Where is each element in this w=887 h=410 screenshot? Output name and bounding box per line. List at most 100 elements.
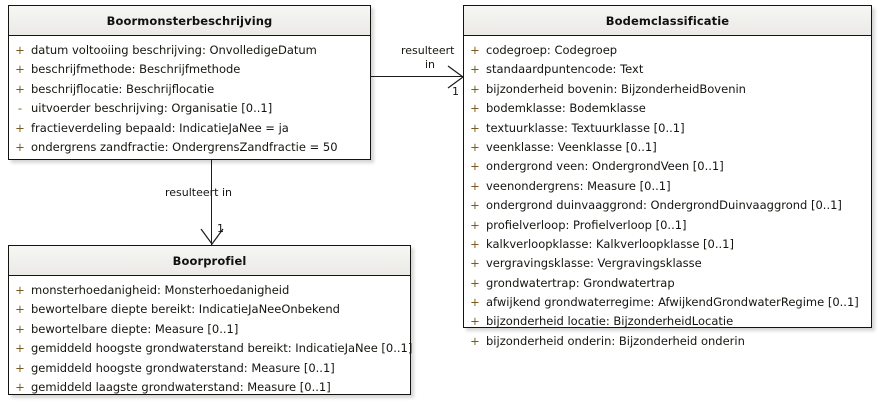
association-arrowhead-right (447, 65, 465, 89)
class-title: Boormonsterbeschrijving (106, 13, 273, 28)
attribute-row[interactable]: + textuurklasse: Textuurklasse [0..1] (464, 119, 871, 138)
attribute-row[interactable]: + codegroep: Codegroep (464, 41, 871, 60)
attribute-label: grondwatertrap: Grondwatertrap (486, 275, 675, 290)
attribute-label: kalkverloopklasse: Kalkverloopklasse [0.… (486, 236, 734, 251)
class-attribute-list: + codegroep: Codegroep + standaardpunten… (464, 36, 871, 357)
attribute-label: bewortelbare diepte: Measure [0..1] (31, 321, 239, 336)
attribute-label: afwijkend grondwaterregime: AfwijkendGro… (486, 295, 859, 310)
attribute-row[interactable]: + ondergrond duinvaaggrond: OndergrondDu… (464, 196, 871, 215)
visibility-marker: + (15, 62, 25, 77)
attribute-label: standaardpuntencode: Text (486, 62, 644, 77)
attribute-row[interactable]: + gemiddeld hoogste grondwaterstand: Mea… (9, 359, 410, 378)
attribute-row[interactable]: + veenondergrens: Measure [0..1] (464, 177, 871, 196)
association-multiplicity-horizontal: 1 (452, 85, 459, 98)
class-header: Boorprofiel (9, 246, 410, 276)
visibility-marker: + (15, 43, 25, 57)
visibility-marker: + (470, 295, 480, 310)
class-header: Bodemclassificatie (464, 6, 871, 36)
attribute-row[interactable]: + bodemklasse: Bodemklasse (464, 99, 871, 118)
visibility-marker: + (470, 81, 480, 96)
visibility-marker: + (470, 159, 480, 174)
association-line-horizontal[interactable] (371, 76, 463, 77)
attribute-label: bijzonderheid locatie: BijzonderheidLoca… (486, 314, 734, 329)
attribute-label: fractieverdeling bepaald: IndicatieJaNee… (31, 120, 289, 135)
attribute-row[interactable]: + bijzonderheid onderin: Bijzonderheid o… (464, 332, 871, 351)
attribute-label: gemiddeld laagste grondwaterstand: Measu… (31, 379, 331, 394)
attribute-row[interactable]: - uitvoerder beschrijving: Organisatie [… (9, 99, 370, 118)
attribute-row[interactable]: + veenklasse: Veenklasse [0..1] (464, 138, 871, 157)
visibility-marker: + (15, 360, 25, 375)
visibility-marker: + (470, 62, 480, 77)
visibility-marker: + (470, 314, 480, 329)
visibility-marker: + (470, 120, 480, 135)
attribute-row[interactable]: + kalkverloopklasse: Kalkverloopklasse [… (464, 235, 871, 254)
uml-class-boormonsterbeschrijving[interactable]: Boormonsterbeschrijving + datum voltooii… (8, 5, 371, 160)
attribute-row[interactable]: + fractieverdeling bepaald: IndicatieJaN… (9, 119, 370, 138)
visibility-marker: + (470, 101, 480, 116)
attribute-row[interactable]: + vergravingsklasse: Vergravingsklasse (464, 254, 871, 273)
attribute-row[interactable]: + datum voltooiing beschrijving: Onvolle… (9, 41, 370, 60)
attribute-row[interactable]: + ondergrond veen: OndergrondVeen [0..1] (464, 157, 871, 176)
visibility-marker: + (15, 379, 25, 394)
attribute-label: gemiddeld hoogste grondwaterstand: Measu… (31, 360, 335, 375)
attribute-row[interactable]: + standaardpuntencode: Text (464, 60, 871, 79)
association-arrowhead-down (200, 228, 224, 246)
association-line-vertical[interactable] (211, 160, 212, 245)
visibility-marker: + (15, 139, 25, 154)
visibility-marker: + (470, 139, 480, 154)
visibility-marker: + (470, 217, 480, 232)
class-title: Bodemclassificatie (605, 13, 730, 28)
attribute-label: beschrijfmethode: Beschrijfmethode (31, 62, 241, 77)
visibility-marker: + (470, 275, 480, 290)
attribute-row[interactable]: + beschrijfmethode: Beschrijfmethode (9, 60, 370, 79)
visibility-marker: + (470, 178, 480, 193)
class-title: Boorprofiel (172, 253, 247, 268)
attribute-row[interactable]: + bijzonderheid bovenin: BijzonderheidBo… (464, 80, 871, 99)
attribute-row[interactable]: + gemiddeld laagste grondwaterstand: Mea… (9, 378, 410, 397)
visibility-marker: + (15, 321, 25, 336)
attribute-label: vergravingsklasse: Vergravingsklasse (486, 256, 702, 271)
visibility-marker: + (15, 302, 25, 317)
visibility-marker: + (15, 120, 25, 135)
attribute-row[interactable]: + monsterhoedanigheid: Monsterhoedanighe… (9, 281, 410, 300)
attribute-label: profielverloop: Profielverloop [0..1] (486, 217, 687, 232)
attribute-label: beschrijflocatie: Beschrijflocatie (31, 81, 215, 96)
attribute-row[interactable]: + grondwatertrap: Grondwatertrap (464, 274, 871, 293)
attribute-row[interactable]: + gemiddeld hoogste grondwaterstand bere… (9, 339, 413, 358)
attribute-label: uitvoerder beschrijving: Organisatie [0.… (31, 101, 273, 116)
attribute-label: bijzonderheid bovenin: BijzonderheidBove… (486, 81, 746, 96)
attribute-row[interactable]: + beschrijflocatie: Beschrijflocatie (9, 80, 370, 99)
attribute-row[interactable]: + bijzonderheid locatie: BijzonderheidLo… (464, 312, 871, 331)
attribute-label: ondergrond veen: OndergrondVeen [0..1] (486, 159, 724, 174)
visibility-marker: + (15, 341, 25, 356)
visibility-marker: + (470, 236, 480, 251)
class-attribute-list: + datum voltooiing beschrijving: Onvolle… (9, 36, 370, 163)
attribute-label: gemiddeld hoogste grondwaterstand bereik… (31, 341, 413, 356)
attribute-label: codegroep: Codegroep (486, 43, 618, 57)
uml-class-boorprofiel[interactable]: Boorprofiel + monsterhoedanigheid: Monst… (8, 245, 413, 397)
attribute-label: bodemklasse: Bodemklasse (486, 101, 646, 116)
attribute-label: ondergrond duinvaaggrond: OndergrondDuin… (486, 198, 842, 213)
attribute-row[interactable]: + afwijkend grondwaterregime: AfwijkendG… (464, 293, 871, 312)
attribute-label: bewortelbare diepte bereikt: IndicatieJa… (31, 302, 340, 317)
attribute-label: veenondergrens: Measure [0..1] (486, 178, 671, 193)
visibility-marker: + (470, 198, 480, 213)
attribute-label: datum voltooiing beschrijving: Onvolledi… (31, 43, 317, 57)
association-label-vertical: resulteert in (165, 186, 233, 199)
uml-class-bodemclassificatie[interactable]: Bodemclassificatie + codegroep: Codegroe… (463, 5, 872, 348)
attribute-row[interactable]: + bewortelbare diepte: Measure [0..1] (9, 320, 410, 339)
attribute-label: ondergrens zandfractie: OndergrensZandfr… (31, 139, 338, 154)
association-label-horizontal-line2: in (425, 58, 436, 71)
attribute-row[interactable]: + profielverloop: Profielverloop [0..1] (464, 216, 871, 235)
attribute-label: textuurklasse: Textuurklasse [0..1] (486, 120, 685, 135)
class-header: Boormonsterbeschrijving (9, 6, 370, 36)
association-multiplicity-vertical: 1 (217, 222, 224, 235)
attribute-row[interactable]: + ondergrens zandfractie: OndergrensZand… (9, 138, 370, 157)
visibility-marker: + (470, 43, 480, 57)
attribute-row[interactable]: + bewortelbare diepte bereikt: Indicatie… (9, 300, 410, 319)
visibility-marker: + (15, 81, 25, 96)
attribute-label: monsterhoedanigheid: Monsterhoedanigheid (31, 283, 290, 297)
visibility-marker: + (470, 333, 480, 348)
attribute-label: veenklasse: Veenklasse [0..1] (486, 139, 657, 154)
